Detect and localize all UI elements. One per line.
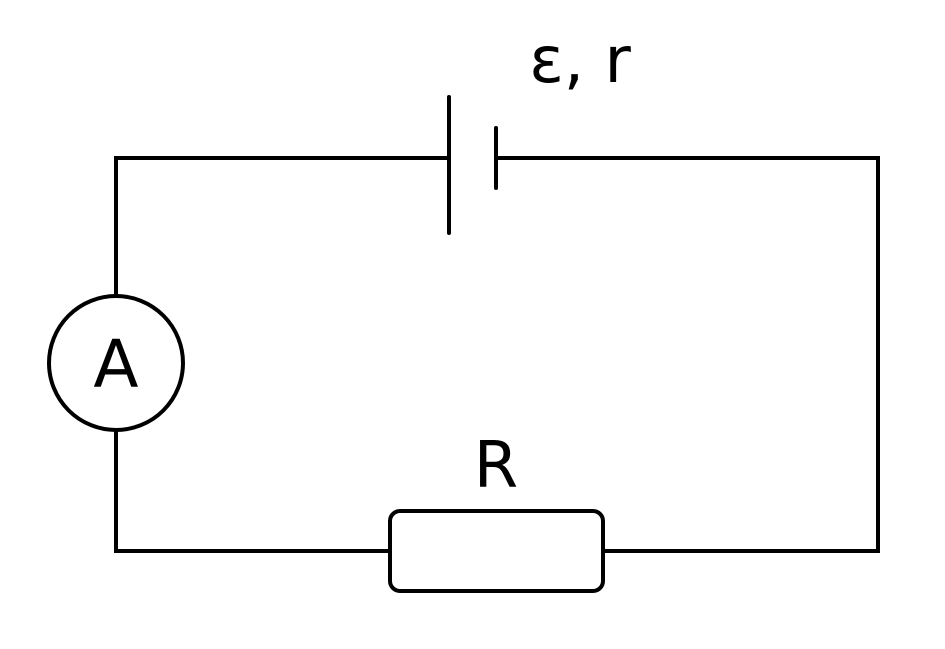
battery-label: ε, r bbox=[529, 24, 631, 98]
battery-symbol bbox=[447, 95, 498, 235]
ammeter-symbol: A bbox=[47, 294, 185, 432]
ammeter-circle bbox=[47, 294, 185, 432]
resistor-symbol bbox=[388, 509, 605, 593]
resistor-body bbox=[388, 509, 605, 593]
resistor-label: R bbox=[474, 429, 518, 503]
ammeter-label: A bbox=[93, 326, 138, 403]
